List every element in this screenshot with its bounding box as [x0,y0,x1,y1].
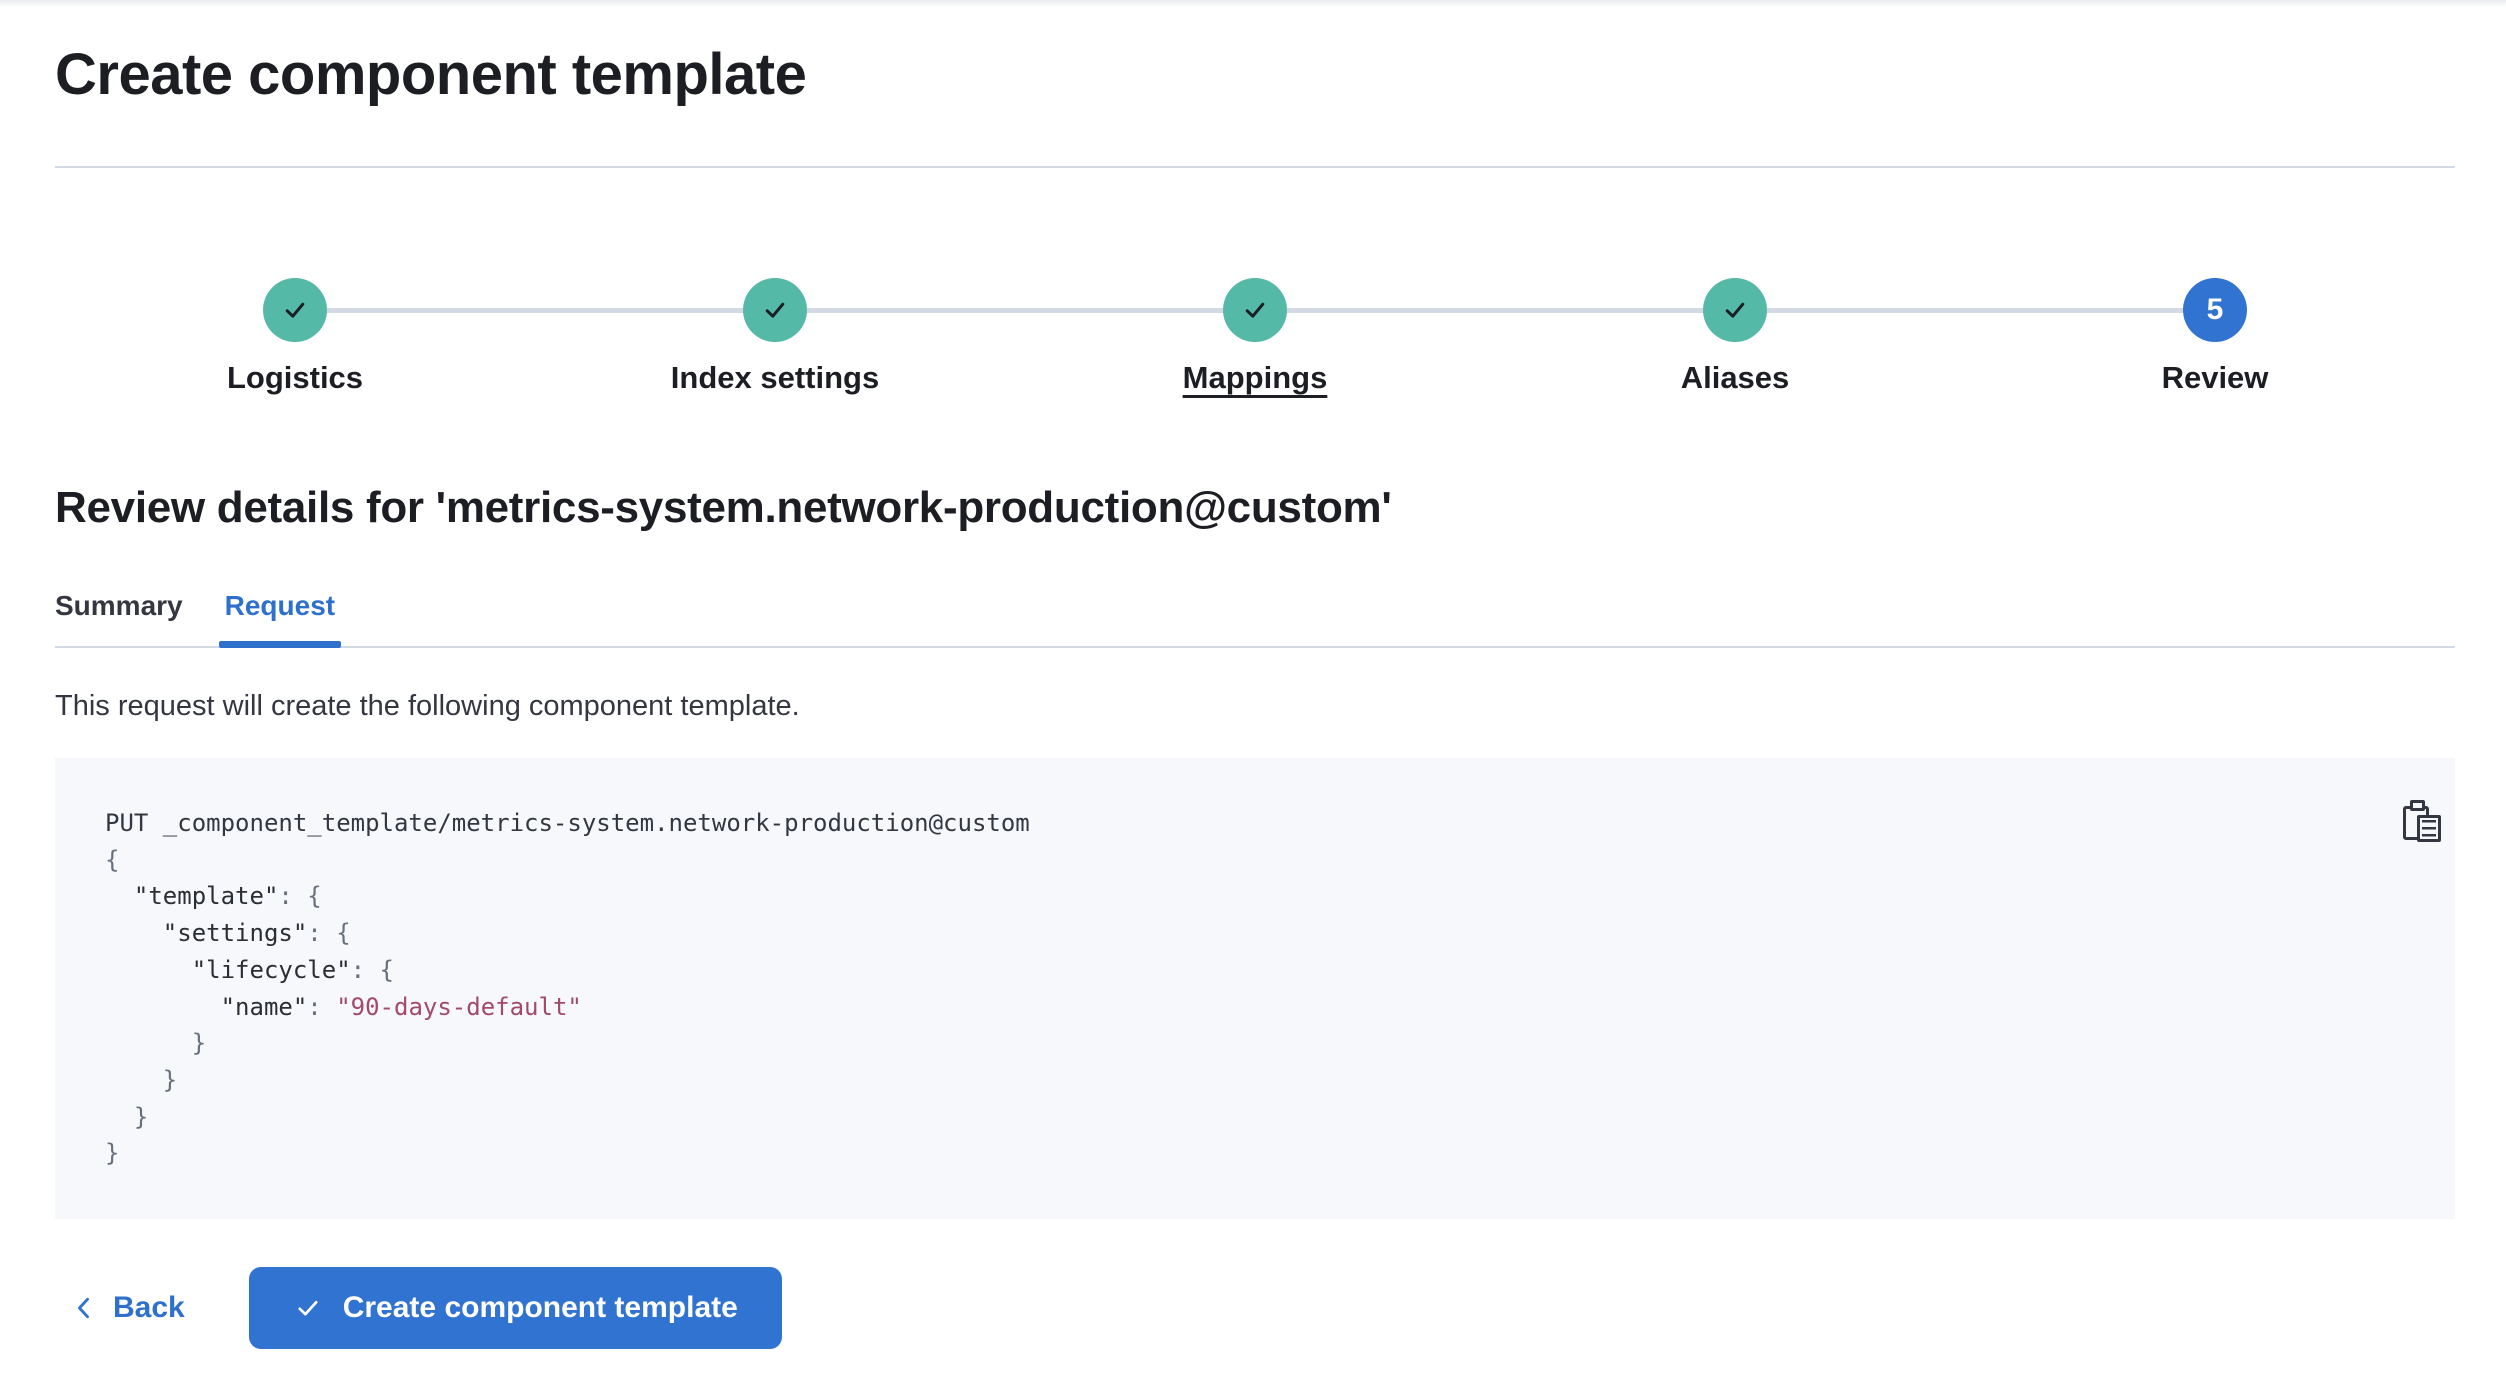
step-status-circle [743,278,807,342]
wizard-footer: Back Create component template [55,1267,2455,1350]
request-description: This request will create the following c… [55,690,800,722]
step-item-index-settings[interactable]: Index settings [535,278,1015,398]
step-item-logistics[interactable]: Logistics [55,278,535,398]
back-button-label: Back [113,1291,185,1325]
request-code: PUT _component_template/metrics-system.n… [105,809,1030,1168]
page-title: Create component template [55,42,807,107]
step-item-mappings[interactable]: Mappings [1015,278,1495,398]
step-label: Aliases [1680,360,1790,395]
step-status-circle [263,278,327,342]
copy-to-clipboard-button[interactable] [2399,796,2441,842]
step-label: Logistics [226,360,364,395]
back-button[interactable]: Back [55,1291,193,1325]
step-item-aliases[interactable]: Aliases [1495,278,1975,398]
check-icon [765,302,785,318]
check-icon [1245,302,1265,318]
check-icon [298,1300,318,1316]
create-component-template-page: Create component template Logistics Index… [55,42,2455,1350]
tab-request[interactable]: Request [218,588,342,648]
chevron-left-icon [78,1297,89,1319]
window-top-edge [0,0,2506,7]
check-icon [1725,302,1745,318]
tab-bar: Summary Request [55,588,2455,648]
create-component-template-button[interactable]: Create component template [248,1267,782,1350]
step-status-circle: 5 [2183,278,2247,342]
review-heading: Review details for 'metrics-system.netwo… [55,483,1392,532]
check-icon [285,302,305,318]
title-divider [55,166,2455,168]
step-status-circle [1703,278,1767,342]
step-label: Index settings [670,360,880,395]
step-number: 5 [2206,293,2224,326]
create-button-label: Create component template [342,1291,738,1325]
tab-summary[interactable]: Summary [55,588,183,646]
step-status-circle [1223,278,1287,342]
step-label: Review [2161,360,2269,395]
request-code-block: PUT _component_template/metrics-system.n… [55,758,2455,1220]
step-label: Mappings [1182,360,1328,395]
